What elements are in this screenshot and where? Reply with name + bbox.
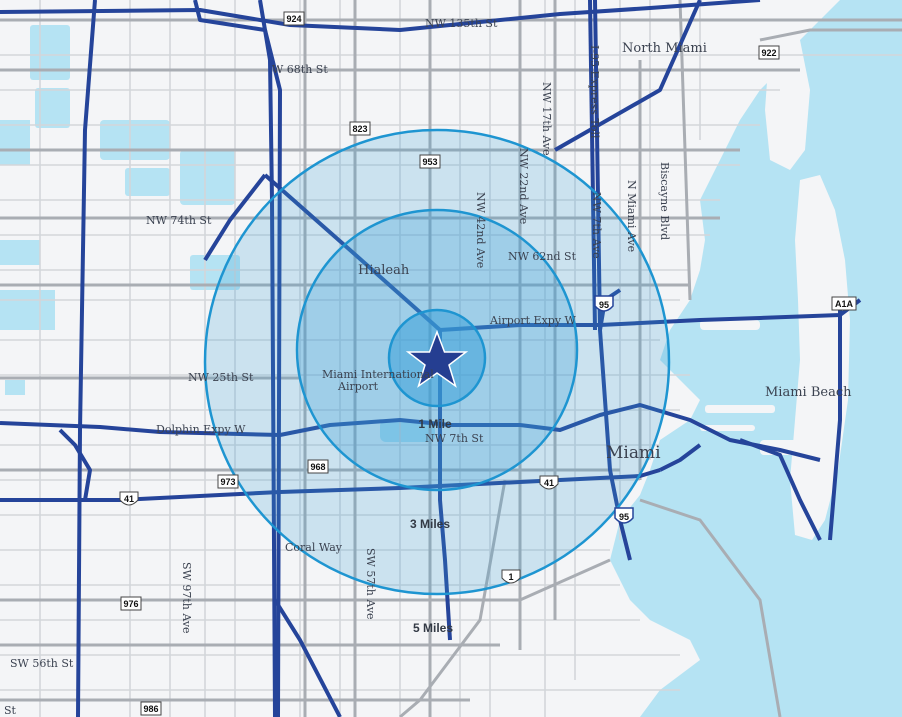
ring-label-1-mile: 1 Mile <box>418 417 452 431</box>
street-sw97: SW 97th Ave <box>180 562 193 634</box>
svg-text:A1A: A1A <box>835 299 854 309</box>
street-st-fragment: St <box>4 704 17 717</box>
street-nw25: NW 25th St <box>188 371 254 384</box>
north-bay-island <box>765 40 810 170</box>
svg-text:968: 968 <box>310 462 325 472</box>
shield-95-north: 95 <box>594 295 614 312</box>
place-airport-line2: Airport <box>337 380 379 393</box>
ring-3-miles-outline <box>295 208 579 492</box>
lakes <box>0 25 435 442</box>
place-miami-beach: Miami Beach <box>765 385 852 400</box>
place-hialeah: Hialeah <box>358 263 410 278</box>
street-nw7ave: NW 7th Ave <box>590 192 603 259</box>
place-airport-line1: Miami International <box>322 368 434 381</box>
svg-text:986: 986 <box>143 704 158 714</box>
route-shields: 924 922 823 953 95 95 A1A 41 41 968 973 … <box>119 11 857 716</box>
svg-text:924: 924 <box>286 14 301 24</box>
ring-label-3-miles: 3 Miles <box>410 517 450 531</box>
street-sw56: SW 56th St <box>10 657 74 670</box>
shield-976: 976 <box>120 596 142 611</box>
street-nw135: NW 135th St <box>425 17 498 30</box>
place-miami: Miami <box>606 443 661 463</box>
highways <box>0 0 862 717</box>
svg-text:922: 922 <box>761 48 776 58</box>
shield-a1a: A1A <box>831 296 857 311</box>
svg-text:41: 41 <box>124 494 134 504</box>
shield-823: 823 <box>349 121 371 136</box>
shield-1: 1 <box>501 569 521 584</box>
svg-text:976: 976 <box>123 599 138 609</box>
ring-label-5-miles: 5 Miles <box>413 621 453 635</box>
place-north-miami: North Miami <box>622 41 707 56</box>
shield-973: 973 <box>217 474 239 489</box>
street-dolphin: Dolphin Expy W <box>156 423 246 436</box>
street-nw17: NW 17th Ave <box>540 82 553 156</box>
street-n-miami-ave: N Miami Ave <box>625 180 638 252</box>
street-sw57: SW 57th Ave <box>364 548 377 620</box>
svg-text:95: 95 <box>619 512 629 522</box>
svg-text:973: 973 <box>220 477 235 487</box>
shield-953: 953 <box>419 154 441 169</box>
shield-41-west: 41 <box>119 491 139 506</box>
street-airport-expy: Airport Expy W <box>489 314 577 327</box>
svg-text:953: 953 <box>422 157 437 167</box>
svg-text:823: 823 <box>352 124 367 134</box>
street-nw22: NW 22nd Ave <box>517 148 530 224</box>
shield-95-south: 95 <box>614 507 634 524</box>
star-icon[interactable] <box>405 329 469 388</box>
shield-986: 986 <box>140 701 162 716</box>
street-biscayne: Biscayne Blvd <box>658 162 671 240</box>
street-nw74: NW 74th St <box>146 214 212 227</box>
miami-beach-island <box>790 175 850 540</box>
ring-1-mile-outline <box>387 308 487 408</box>
ring-5-miles-outline <box>203 128 671 596</box>
street-nw62: NW 62nd St <box>508 250 577 263</box>
svg-text:1: 1 <box>508 572 513 582</box>
shield-922: 922 <box>758 45 780 60</box>
street-nw42: NW 42nd Ave <box>474 192 487 268</box>
svg-text:41: 41 <box>544 478 554 488</box>
street-nw7: NW 7th St <box>425 432 484 445</box>
shield-924: 924 <box>283 11 305 26</box>
street-w68: W 68th St <box>272 63 328 76</box>
svg-text:95: 95 <box>599 300 609 310</box>
street-i95-express: I-95 Express Toll <box>588 45 601 139</box>
shield-968: 968 <box>307 459 329 474</box>
shield-41-east: 41 <box>539 475 559 490</box>
street-coral-way: Coral Way <box>285 541 343 554</box>
